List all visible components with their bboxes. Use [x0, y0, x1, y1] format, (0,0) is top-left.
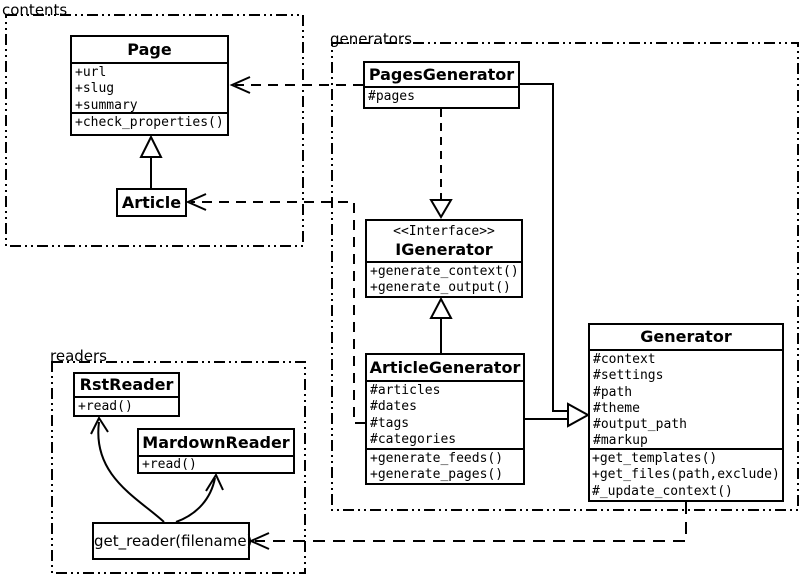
class-articlegenerator: ArticleGenerator #articles #dates #tags …	[365, 353, 525, 485]
package-border-contents	[5, 14, 304, 247]
class-rstreader-name: RstReader	[79, 375, 174, 394]
package-label-generators: generators	[330, 30, 412, 48]
method: +get_templates()	[592, 451, 718, 466]
open-arrowhead-icon	[229, 76, 251, 94]
edge-pagesgenerator-inherits-generator	[520, 83, 569, 412]
function-get-reader: get_reader(filename)	[92, 522, 253, 560]
edge-generator-depends-getreader	[255, 502, 687, 542]
class-page-name: Page	[127, 40, 172, 59]
realization-triangle-icon	[429, 199, 453, 219]
class-mardownreader-methods: +read()	[139, 455, 293, 472]
class-article: Article	[116, 188, 187, 217]
method: +generate_feeds()	[370, 451, 504, 466]
class-igenerator-header: <<Interface>> IGenerator	[367, 221, 521, 261]
inheritance-triangle-icon	[567, 402, 591, 428]
class-igenerator-methods: +generate_context() +generate_output()	[367, 261, 521, 296]
class-page: Page +url +slug +summary +check_properti…	[70, 35, 229, 136]
class-articlegenerator-attributes: #articles #dates #tags #categories	[367, 380, 523, 448]
class-igenerator-stereotype: <<Interface>>	[393, 224, 495, 239]
attribute: #tags	[370, 415, 410, 431]
method: +read()	[142, 457, 197, 472]
package-border-generators	[331, 42, 799, 511]
method: +get_files(path,exclude)	[592, 467, 780, 483]
attribute: +url	[75, 65, 107, 80]
attribute: #markup	[593, 433, 648, 448]
attribute: #context	[593, 352, 656, 367]
class-generator-name: Generator	[640, 327, 732, 346]
class-rstreader-methods: +read()	[75, 396, 178, 415]
function-get-reader-label: get_reader(filename)	[94, 532, 253, 550]
method: +generate_output()	[370, 280, 511, 296]
method: +check_properties()	[75, 115, 224, 130]
attribute: #dates	[370, 399, 417, 415]
open-arrowhead-icon	[248, 532, 270, 550]
edge-articlegenerator-depends-article	[191, 201, 365, 424]
method: #_update_context()	[592, 483, 733, 499]
attribute: #path	[593, 384, 633, 400]
attribute: #pages	[368, 89, 415, 104]
edge-getreader-to-rstreader	[97, 421, 165, 523]
package-border-readers	[51, 361, 306, 574]
class-page-attributes: +url +slug +summary	[72, 62, 227, 112]
class-articlegenerator-methods: +generate_feeds() +generate_pages()	[367, 448, 523, 483]
edge-getreader-to-mardownreader	[175, 477, 216, 523]
inheritance-triangle-icon	[139, 134, 163, 158]
attribute: #output_path	[593, 417, 687, 433]
attribute: #articles	[370, 383, 441, 398]
package-label-readers: readers	[50, 347, 107, 365]
class-pagesgenerator: PagesGenerator #pages	[363, 61, 520, 109]
class-pagesgenerator-attributes: #pages	[365, 86, 518, 107]
attribute: +slug	[75, 81, 115, 97]
class-articlegenerator-name: ArticleGenerator	[369, 358, 521, 377]
method: +generate_context()	[370, 264, 519, 279]
attribute: +summary	[75, 97, 138, 112]
class-generator-attributes: #context #settings #path #theme #output_…	[590, 349, 782, 448]
attribute: #categories	[370, 431, 457, 447]
class-rstreader: RstReader +read()	[73, 372, 180, 417]
class-mardownreader: MardownReader +read()	[137, 428, 295, 474]
class-igenerator-name: IGenerator	[395, 240, 493, 259]
class-mardownreader-name: MardownReader	[142, 433, 290, 452]
inheritance-triangle-icon	[429, 296, 453, 319]
attribute: #theme	[593, 400, 640, 416]
class-generator: Generator #context #settings #path #them…	[588, 323, 784, 502]
package-label-contents: contents	[2, 1, 68, 19]
open-arrowhead-icon	[205, 472, 224, 492]
open-arrowhead-icon	[185, 193, 207, 211]
class-igenerator: <<Interface>> IGenerator +generate_conte…	[365, 219, 523, 298]
class-generator-methods: +get_templates() +get_files(path,exclude…	[590, 448, 782, 500]
class-article-name: Article	[121, 193, 182, 212]
class-pagesgenerator-name: PagesGenerator	[368, 65, 515, 84]
method: +read()	[78, 399, 133, 414]
class-page-methods: +check_properties()	[72, 112, 227, 134]
attribute: #settings	[593, 368, 664, 384]
method: +generate_pages()	[370, 467, 504, 483]
open-arrowhead-icon	[90, 415, 109, 435]
